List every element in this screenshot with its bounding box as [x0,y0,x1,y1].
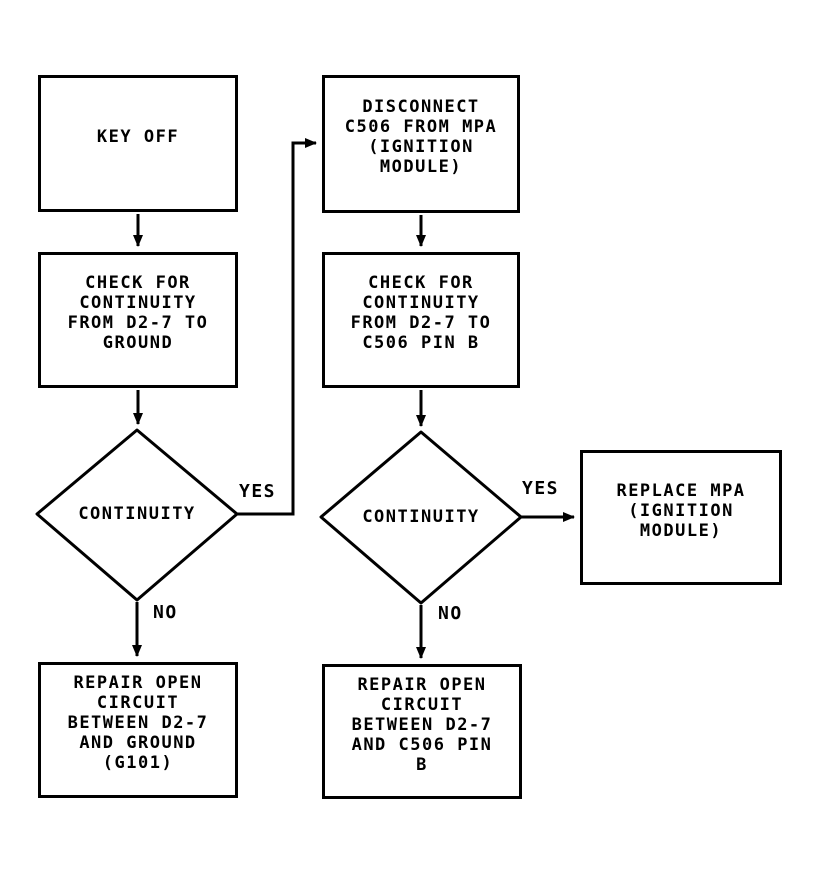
edge-label-yes-c506: YES [522,478,560,499]
edge-label-no-ground: NO [153,602,178,623]
node-repair-open-circuit-c506-label: REPAIR OPEN CIRCUIT BETWEEN D2-7 AND C50… [351,674,493,775]
decision-continuity-c506-shape [319,430,523,605]
node-key-off-label: KEY OFF [96,126,180,147]
node-repair-open-circuit-ground-label: REPAIR OPEN CIRCUIT BETWEEN D2-7 AND GRO… [67,673,209,773]
node-repair-open-circuit-c506: REPAIR OPEN CIRCUIT BETWEEN D2-7 AND C50… [322,664,522,799]
node-repair-open-circuit-ground: REPAIR OPEN CIRCUIT BETWEEN D2-7 AND GRO… [38,662,238,798]
decision-continuity-ground-label: CONTINUITY [78,504,196,524]
node-replace-mpa: REPLACE MPA (IGNITION MODULE) [580,450,782,585]
node-key-off: KEY OFF [38,75,238,212]
node-check-continuity-c506: CHECK FOR CONTINUITY FROM D2-7 TO C506 P… [322,252,520,388]
node-check-continuity-ground-label: CHECK FOR CONTINUITY FROM D2-7 TO GROUND [67,273,209,353]
node-disconnect-c506-label: DISCONNECT C506 FROM MPA (IGNITION MODUL… [344,97,498,177]
edge-label-no-c506: NO [438,603,463,624]
edge-decision1-yes-to-disconnect [237,138,317,516]
node-check-continuity-c506-label: CHECK FOR CONTINUITY FROM D2-7 TO C506 P… [350,273,492,353]
decision-continuity-c506-label: CONTINUITY [362,507,480,527]
decision-continuity-ground-shape [35,428,239,602]
node-replace-mpa-label: REPLACE MPA (IGNITION MODULE) [616,480,746,541]
node-disconnect-c506: DISCONNECT C506 FROM MPA (IGNITION MODUL… [322,75,520,213]
node-check-continuity-ground: CHECK FOR CONTINUITY FROM D2-7 TO GROUND [38,252,238,388]
edge-label-yes-ground: YES [239,481,277,502]
